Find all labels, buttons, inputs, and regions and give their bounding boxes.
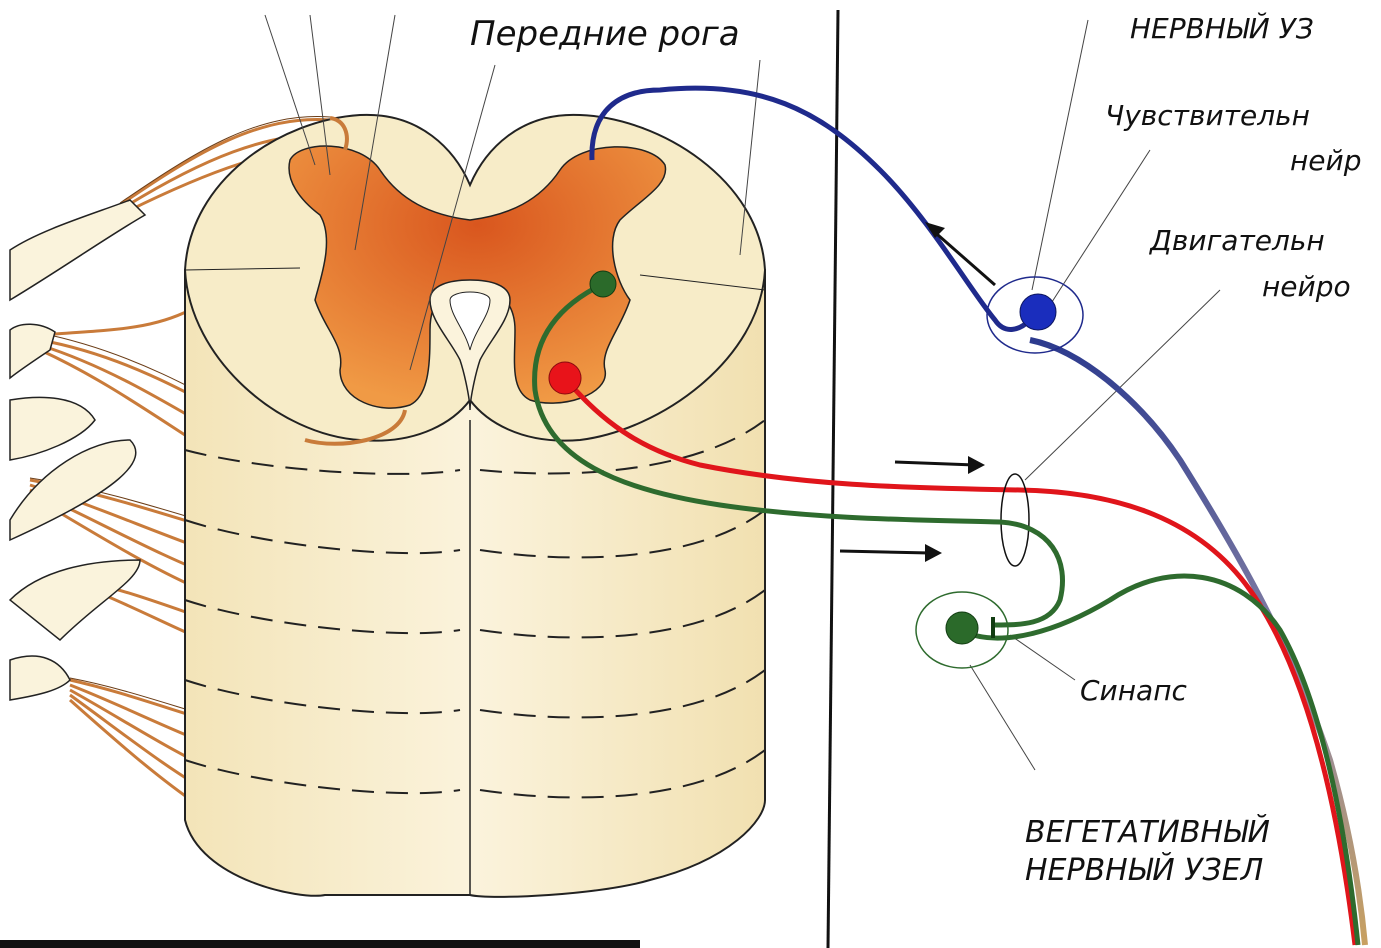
- panel-divider: [828, 10, 838, 948]
- sensory-neuron-body: [1020, 294, 1056, 330]
- arrow-efferent-1: [895, 462, 975, 465]
- autonomic-neuron-body-cord: [590, 271, 616, 297]
- label-motor-line2: нейро: [1262, 270, 1351, 303]
- autonomic-postganglionic-fiber: [960, 576, 1358, 945]
- label-ganglion-top: НЕРВНЫЙ УЗ: [1130, 11, 1314, 45]
- motor-neuron-body: [549, 362, 581, 394]
- arrow-efferent-2: [840, 551, 930, 553]
- nerve-sheaths: [10, 200, 145, 700]
- label-sensory-line2: нейр: [1290, 144, 1362, 177]
- label-sensory-line1: Чувствительн: [1105, 99, 1310, 132]
- label-synapse: Синапс: [1080, 674, 1188, 707]
- bottom-bar: [0, 940, 640, 948]
- label-anterior-horns: Передние рога: [470, 14, 740, 54]
- label-autonomic-line2: НЕРВНЫЙ УЗЕЛ: [1025, 852, 1263, 888]
- label-autonomic-line1: ВЕГЕТАТИВНЫЙ: [1025, 814, 1270, 850]
- autonomic-neuron-body: [946, 612, 978, 644]
- label-motor-line1: Двигательн: [1148, 224, 1325, 257]
